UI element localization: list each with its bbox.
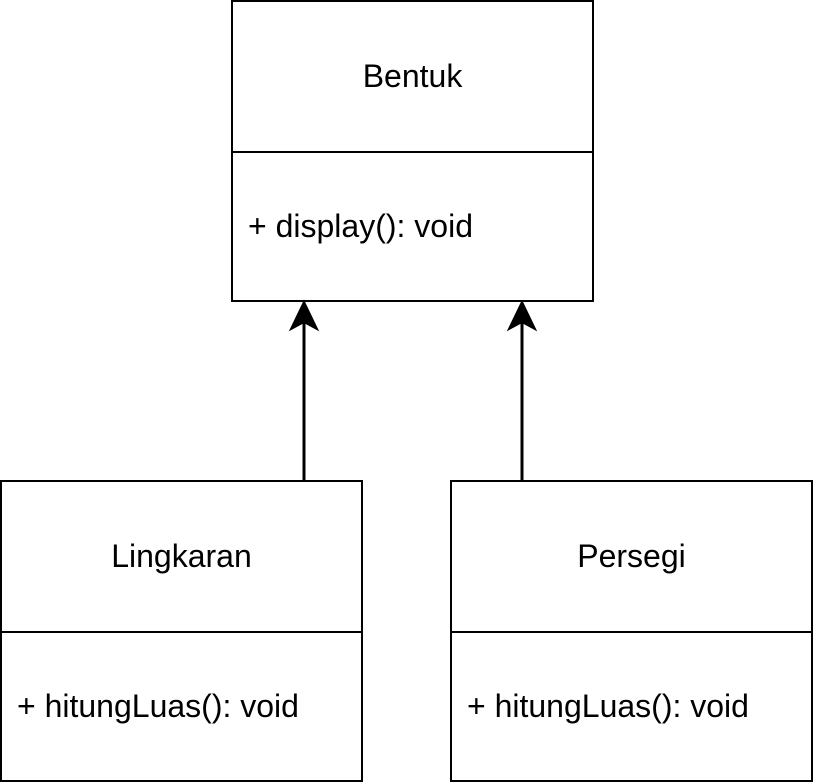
class-method-bentuk: + display(): void (248, 208, 473, 244)
class-box-bentuk[interactable]: Bentuk + display(): void (231, 0, 594, 302)
arrowhead-icon (288, 299, 320, 332)
class-method-lingkaran: + hitungLuas(): void (17, 688, 299, 724)
inheritance-arrow-persegi-bentuk[interactable] (506, 299, 538, 480)
class-name-lingkaran: Lingkaran (2, 482, 361, 633)
inheritance-arrow-lingkaran-bentuk[interactable] (288, 299, 320, 480)
class-box-persegi[interactable]: Persegi + hitungLuas(): void (450, 480, 813, 782)
arrowhead-icon (506, 299, 538, 332)
class-method-persegi: + hitungLuas(): void (467, 688, 749, 724)
class-name-persegi: Persegi (452, 482, 811, 633)
class-box-lingkaran[interactable]: Lingkaran + hitungLuas(): void (0, 480, 363, 782)
class-name-bentuk: Bentuk (233, 2, 592, 153)
